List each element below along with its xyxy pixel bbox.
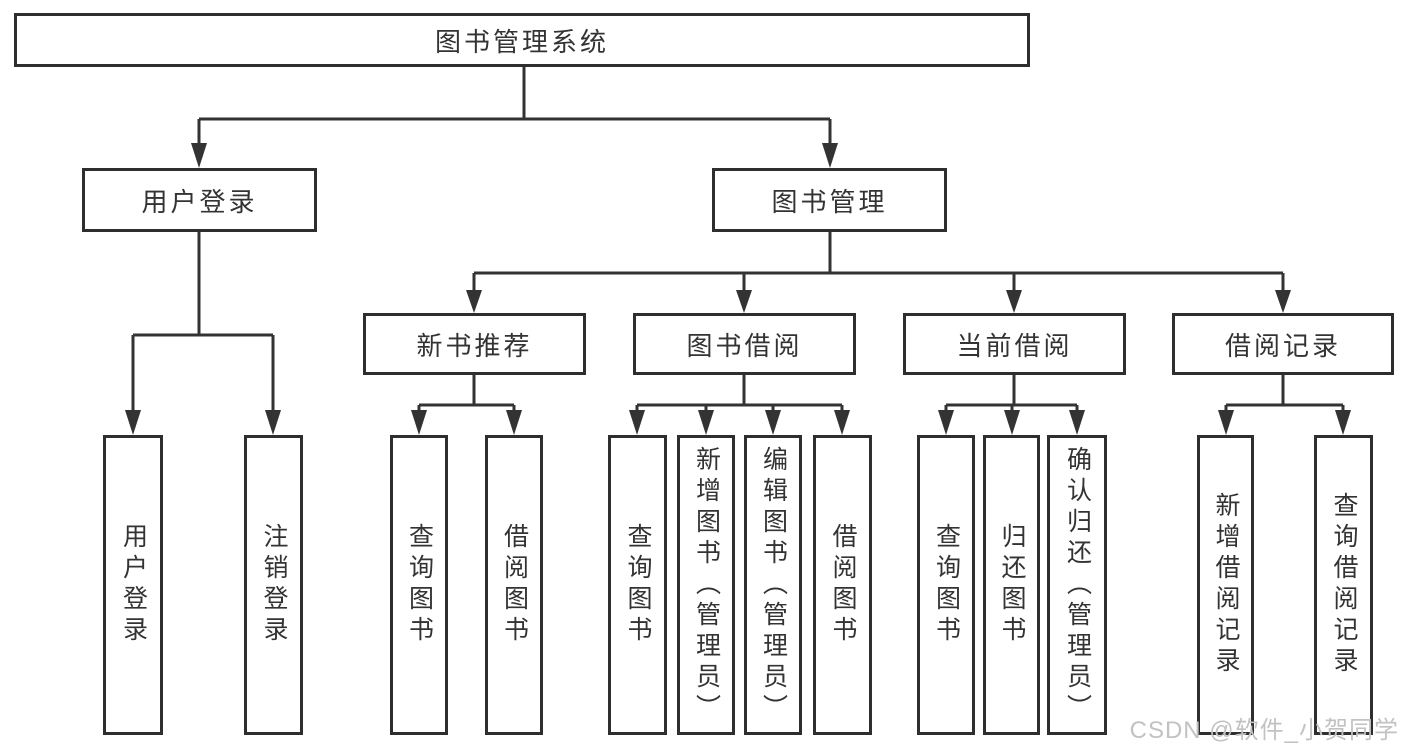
leaf-query-borrow-record: 查询借阅记录 [1314, 435, 1373, 735]
node-new-book-recommend: 新书推荐 [363, 313, 586, 375]
leaf-user-login: 用户登录 [103, 435, 163, 735]
leaf-return-books: 归还图书 [983, 435, 1040, 735]
leaf-logout: 注销登录 [244, 435, 303, 735]
leaf-query-books-borrowing: 查询图书 [608, 435, 667, 735]
node-borrowing-records: 借阅记录 [1172, 313, 1394, 375]
arrowhead-icons [125, 143, 1351, 435]
leaf-add-borrow-record: 新增借阅记录 [1197, 435, 1254, 735]
node-book-management: 图书管理 [712, 168, 947, 232]
leaf-query-books-recommend: 查询图书 [390, 435, 448, 735]
leaf-add-books-admin: 新增图书（管理员） [677, 435, 735, 735]
node-current-borrowing: 当前借阅 [903, 313, 1126, 375]
csdn-watermark: CSDN @软件_小贺同学 [1129, 717, 1399, 744]
leaf-borrow-books: 借阅图书 [813, 435, 872, 735]
node-user-login: 用户登录 [82, 168, 317, 232]
leaf-query-books-current: 查询图书 [917, 435, 975, 735]
leaf-confirm-return-admin: 确认归还（管理员） [1047, 435, 1107, 735]
node-root-library-system: 图书管理系统 [14, 13, 1030, 67]
leaf-borrow-books-recommend: 借阅图书 [485, 435, 543, 735]
node-book-borrowing: 图书借阅 [633, 313, 856, 375]
leaf-edit-books-admin: 编辑图书（管理员） [744, 435, 802, 735]
